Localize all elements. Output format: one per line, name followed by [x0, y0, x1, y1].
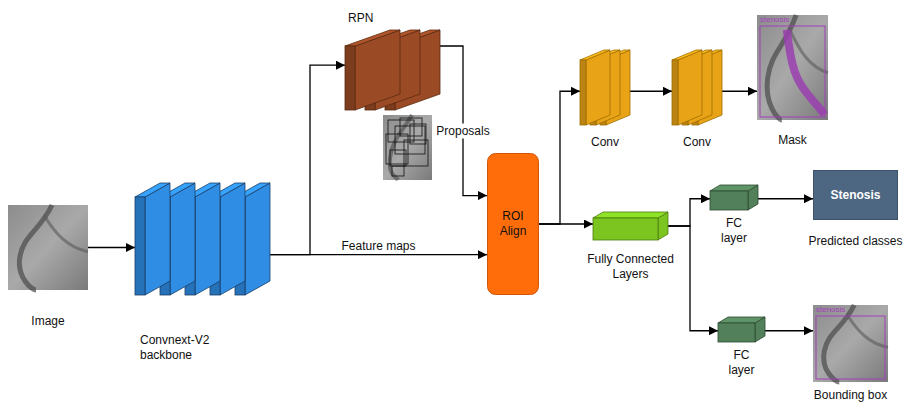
box-label: ROI Align	[491, 209, 535, 239]
slab-top	[345, 30, 400, 46]
connector-arrow	[630, 91, 672, 92]
caption-text: Bounding box	[814, 388, 887, 403]
box-label: Stenosis	[830, 188, 880, 203]
layer-slab	[135, 183, 170, 295]
caption-text: RPN	[348, 11, 373, 26]
shape-outline	[813, 305, 888, 382]
shape-outline	[593, 212, 668, 240]
layer-slab	[345, 30, 400, 110]
connector-arrow	[539, 223, 593, 224]
slab-side	[586, 50, 610, 125]
slab-side	[220, 183, 245, 295]
fc-layers-block: Fully Connected Layers	[593, 212, 668, 240]
conv-block: Conv	[672, 50, 722, 125]
rpn-block: RPN	[345, 30, 440, 110]
connector-arrow	[270, 254, 487, 255]
fc-layer-block: FC layer	[710, 185, 758, 210]
box-outline	[814, 171, 898, 220]
slab-front	[718, 323, 755, 342]
caption-text: Conv	[683, 135, 711, 150]
proposals-thumbnail	[383, 115, 432, 180]
detection-box	[816, 316, 885, 379]
slab-front	[593, 218, 658, 240]
caption-text: FC layer	[722, 348, 762, 378]
caption-text: Image	[31, 314, 64, 329]
layer-slab	[593, 212, 668, 240]
class-output-box: StenosisPredicted classes	[813, 170, 898, 220]
mask-output: stenosisMask	[757, 15, 828, 120]
caption-text: Conv	[591, 135, 619, 150]
slab-top	[718, 317, 765, 323]
edge-label: Feature maps	[339, 238, 417, 253]
detection-tag: stenosis	[816, 306, 845, 314]
connector-arrow	[539, 91, 580, 224]
shape-outline	[345, 30, 440, 110]
slab-top	[593, 212, 668, 218]
conv-block: Conv	[580, 50, 630, 125]
input-image: Image	[8, 205, 88, 290]
slab-side	[145, 183, 170, 295]
slab-side	[245, 183, 270, 295]
shape-outline	[757, 15, 828, 120]
slab-side	[195, 183, 220, 295]
vessel-branch	[847, 314, 888, 347]
shape-outline	[672, 50, 722, 125]
detection-box	[760, 26, 825, 117]
caption-text: Predicted classes	[808, 234, 902, 249]
slab-front	[345, 46, 355, 110]
slab-front	[672, 60, 678, 125]
connector-arrow	[668, 199, 710, 226]
connector-arrow	[668, 226, 718, 331]
shape-outline	[135, 183, 270, 295]
angiogram-ground	[8, 205, 88, 290]
layer-slab	[672, 50, 702, 125]
connector-arrow	[765, 330, 813, 331]
slab-top	[135, 183, 170, 197]
layer-slab	[710, 185, 758, 210]
caption-text: Convnext-V2 backbone	[140, 333, 232, 363]
connector-arrow	[758, 198, 813, 199]
mask-band	[787, 30, 825, 115]
proposal-boxes	[386, 118, 428, 176]
angiogram-ground	[813, 305, 888, 382]
thumbnail-ground	[383, 115, 432, 180]
vessel-shape	[390, 115, 412, 180]
angiogram-ground	[757, 15, 828, 120]
slab-side	[170, 183, 195, 295]
slab-front	[135, 197, 145, 295]
connector-arrow	[440, 46, 487, 196]
caption-text: FC layer	[714, 216, 754, 246]
layer-slab	[718, 317, 765, 342]
connector-arrow	[270, 65, 345, 254]
slab-top	[672, 50, 702, 60]
shape-outline	[8, 205, 88, 290]
slab-top	[710, 185, 758, 191]
edge-label: Proposals	[434, 124, 491, 139]
detection-tag: stenosis	[760, 16, 789, 24]
slab-front	[710, 191, 748, 210]
shape-outline	[580, 50, 630, 125]
caption-text: Mask	[778, 133, 807, 148]
connector-arrow	[88, 247, 135, 248]
slab-top	[580, 50, 610, 60]
layer-slab	[580, 50, 610, 125]
bbox-output: stenosisBounding box	[813, 305, 888, 382]
caption-text: Fully Connected Layers	[581, 252, 681, 282]
vessel-branch	[44, 215, 88, 252]
backbone-block: Convnext-V2 backbone	[135, 183, 270, 295]
shape-outline	[718, 317, 765, 342]
slab-side	[678, 50, 702, 125]
fc-layer-block: FC layer	[718, 317, 765, 342]
connector-arrow	[722, 91, 757, 92]
roi-align-box: ROI Align	[487, 153, 539, 295]
slab-front	[580, 60, 586, 125]
box-outline	[488, 154, 539, 295]
shape-outline	[710, 185, 758, 210]
